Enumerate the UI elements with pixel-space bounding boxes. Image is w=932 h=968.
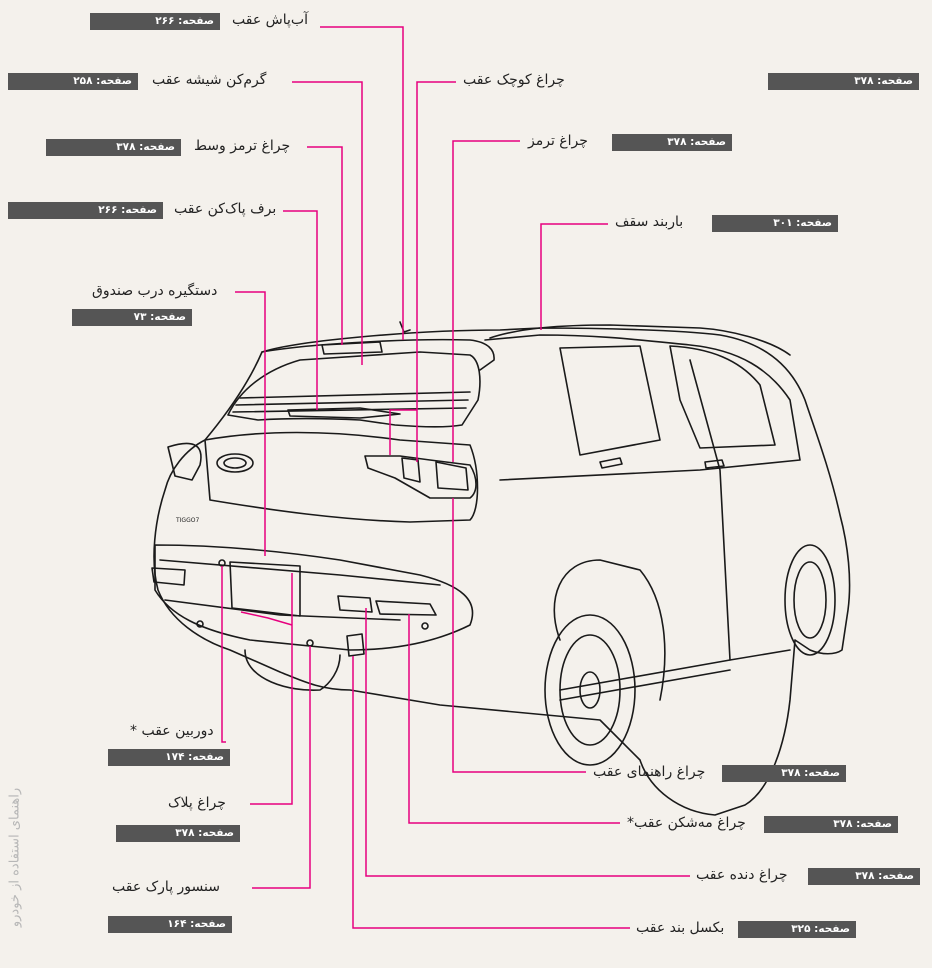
page-badge-fog-light[interactable]: صفحه: ۳۷۸ <box>764 816 898 833</box>
page-badge-tail-light[interactable]: صفحه: ۳۷۸ <box>768 73 919 90</box>
callout-label-fog-light: چراغ مه‌شکن عقب* <box>627 814 746 832</box>
page-badge-reverse-light[interactable]: صفحه: ۳۷۸ <box>808 868 920 885</box>
callout-label-wiper: برف پاک‌کن عقب <box>174 200 276 218</box>
car-outline <box>152 322 850 815</box>
page-badge-plate-light[interactable]: صفحه: ۳۷۸ <box>116 825 240 842</box>
page-badge-wiper[interactable]: صفحه: ۲۶۶ <box>8 202 163 219</box>
leader-center-brake <box>307 147 342 345</box>
callout-label-turn-signal: چراغ راهنمای عقب <box>593 763 705 781</box>
callout-label-trunk-handle: دستگیره درب صندوق <box>92 282 217 300</box>
page-badge-washer[interactable]: صفحه: ۲۶۶ <box>90 13 220 30</box>
page-badge-turn-signal[interactable]: صفحه: ۳۷۸ <box>722 765 846 782</box>
page-badge-trunk-handle[interactable]: صفحه: ۷۳ <box>72 309 192 326</box>
page-badge-defroster[interactable]: صفحه: ۲۵۸ <box>8 73 138 90</box>
leader-park-sensor <box>252 646 310 888</box>
page-badge-center-brake[interactable]: صفحه: ۳۷۸ <box>46 139 181 156</box>
leader-trunk-handle <box>235 292 265 556</box>
callout-label-washer: آب‌پاش عقب <box>232 11 308 29</box>
callout-label-camera: دوربین عقب * <box>130 722 214 740</box>
page-badge-tow-hook[interactable]: صفحه: ۳۲۵ <box>738 921 856 938</box>
leader-tail-light <box>417 82 456 462</box>
leader-lines <box>222 27 690 928</box>
leader-roof-rack <box>541 224 608 330</box>
callout-label-defroster: گرم‌کن شیشه عقب <box>152 71 266 89</box>
page-badge-roof-rack[interactable]: صفحه: ۳۰۱ <box>712 215 838 232</box>
leader-camera <box>222 566 226 742</box>
page-badge-park-sensor[interactable]: صفحه: ۱۶۴ <box>108 916 232 933</box>
leader-tail-light-branch <box>390 410 417 455</box>
page-badge-brake-light[interactable]: صفحه: ۳۷۸ <box>612 134 732 151</box>
leader-wiper <box>283 211 317 410</box>
callout-label-tail-light: چراغ کوچک عقب <box>463 71 565 89</box>
callout-label-center-brake: چراغ ترمز وسط <box>194 137 290 155</box>
callout-label-roof-rack: باربند سقف <box>615 213 683 231</box>
leader-turn-signal <box>453 498 586 772</box>
callout-label-plate-light: چراغ پلاک <box>168 794 226 812</box>
leader-reverse-light <box>366 608 690 876</box>
leader-plate-light <box>250 573 292 804</box>
page-badge-camera[interactable]: صفحه: ۱۷۴ <box>108 749 230 766</box>
callout-label-brake-light: چراغ ترمز <box>528 132 588 150</box>
callout-label-tow-hook: بکسل بند عقب <box>636 919 724 937</box>
leader-defroster <box>292 82 362 365</box>
callout-label-park-sensor: سنسور پارک عقب <box>112 878 220 896</box>
callout-label-reverse-light: چراغ دنده عقب <box>696 866 788 884</box>
car-badge-text: TIGGO7 <box>175 517 199 524</box>
leader-brake-light <box>453 141 520 462</box>
